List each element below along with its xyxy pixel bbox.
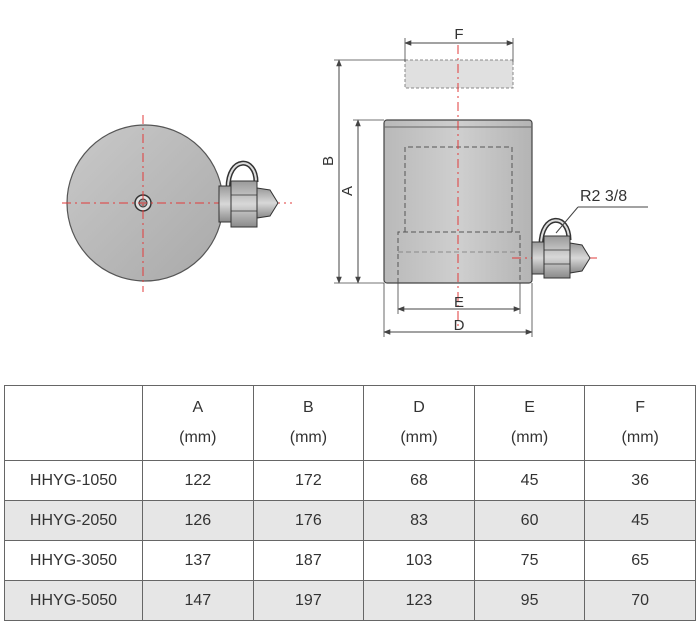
coupler-side-view xyxy=(531,217,591,279)
technical-drawing: F B A E D R2 3/8 xyxy=(62,26,648,337)
side-view: F B A E D R2 3/8 xyxy=(320,26,648,337)
port-thread-label: R2 3/8 xyxy=(580,188,627,205)
dim-label-a: A xyxy=(339,186,356,196)
value-cell: 147 xyxy=(142,580,254,621)
top-view xyxy=(62,115,292,292)
table-row: HHYG-1050 122 172 68 45 36 xyxy=(4,460,696,501)
value-cell: 176 xyxy=(252,500,365,541)
spec-table: A(mm) B(mm) D(mm) E(mm) F(mm) HHYG-1050 … xyxy=(4,385,696,621)
dim-label-d: D xyxy=(454,317,465,334)
table-row: HHYG-2050 126 176 83 60 45 xyxy=(4,500,696,541)
dim-label-f: F xyxy=(454,26,463,43)
value-cell: 36 xyxy=(584,460,696,501)
model-cell: HHYG-1050 xyxy=(4,460,143,501)
value-cell: 83 xyxy=(363,500,475,541)
value-cell: 65 xyxy=(584,540,696,581)
model-cell: HHYG-5050 xyxy=(4,580,143,621)
value-cell: 187 xyxy=(252,540,365,581)
value-cell: 45 xyxy=(584,500,696,541)
port-leader-line xyxy=(555,206,579,234)
value-cell: 70 xyxy=(584,580,696,621)
value-cell: 95 xyxy=(473,580,586,621)
value-cell: 123 xyxy=(363,580,475,621)
value-cell: 45 xyxy=(473,460,586,501)
coupler-top-view xyxy=(218,160,279,228)
table-row: HHYG-3050 137 187 103 75 65 xyxy=(4,540,696,581)
table-header-row: A(mm) B(mm) D(mm) E(mm) F(mm) xyxy=(4,385,696,461)
value-cell: 103 xyxy=(363,540,475,581)
value-cell: 75 xyxy=(473,540,586,581)
header-model-cell xyxy=(4,385,143,461)
value-cell: 126 xyxy=(142,500,254,541)
value-cell: 122 xyxy=(142,460,254,501)
header-d: D(mm) xyxy=(363,385,475,461)
header-e: E(mm) xyxy=(473,385,586,461)
value-cell: 137 xyxy=(142,540,254,581)
header-f: F(mm) xyxy=(584,385,696,461)
table-row: HHYG-5050 147 197 123 95 70 xyxy=(4,580,696,621)
value-cell: 197 xyxy=(252,580,365,621)
value-cell: 172 xyxy=(252,460,365,501)
header-a: A(mm) xyxy=(142,385,254,461)
plunger-outline xyxy=(404,59,514,89)
value-cell: 68 xyxy=(363,460,475,501)
model-cell: HHYG-2050 xyxy=(4,500,143,541)
dim-label-e: E xyxy=(454,294,464,311)
header-b: B(mm) xyxy=(252,385,365,461)
dim-label-b: B xyxy=(320,156,337,166)
model-cell: HHYG-3050 xyxy=(4,540,143,581)
value-cell: 60 xyxy=(473,500,586,541)
